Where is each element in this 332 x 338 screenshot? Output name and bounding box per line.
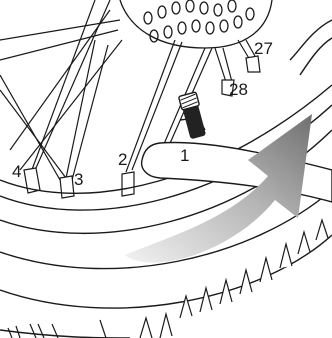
callout-3: 3 bbox=[74, 170, 83, 189]
hub bbox=[120, 0, 272, 48]
callout-2: 2 bbox=[118, 150, 127, 169]
tire-bottom-marks bbox=[8, 320, 106, 338]
callout-4: 4 bbox=[12, 162, 21, 181]
rotation-arrow bbox=[125, 114, 312, 263]
callout-27: 27 bbox=[254, 39, 273, 58]
callout-28: 28 bbox=[229, 80, 248, 99]
callout-1: 1 bbox=[180, 146, 189, 165]
tire-tread bbox=[140, 220, 328, 338]
